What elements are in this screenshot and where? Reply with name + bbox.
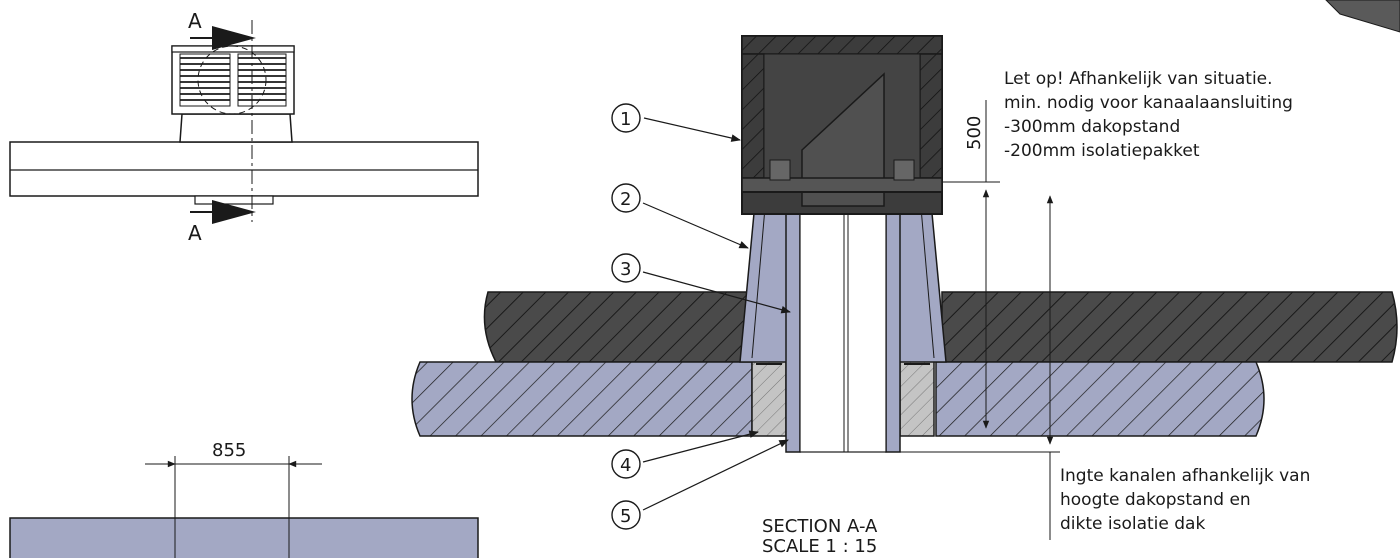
note-top: Let op! Afhankelijk van situatie. min. n… xyxy=(1004,69,1293,161)
vent-head-top-strip xyxy=(171,45,295,53)
section-view: 500 1 2 3 4 5 SECTION A-A SCALE 1 : 15 xyxy=(411,35,1398,557)
duct-wall-left xyxy=(785,195,801,453)
vent-base-side xyxy=(179,113,293,143)
plan-view: 855 xyxy=(9,440,479,558)
note-top-line-4: -200mm isolatiepakket xyxy=(1004,141,1200,161)
vent-cap-side-left xyxy=(741,53,765,179)
insulation-left xyxy=(751,355,787,437)
dimension-855: 855 xyxy=(212,440,246,461)
vent-head-side xyxy=(171,45,295,115)
callout-5: 5 xyxy=(620,506,631,527)
note-top-line-2: min. nodig voor kanaalaansluiting xyxy=(1004,93,1293,113)
roof-buildup-right xyxy=(941,291,1398,363)
note-top-line-3: -300mm dakopstand xyxy=(1004,117,1180,137)
bottom-flange-side xyxy=(194,195,274,205)
duct-wall-right xyxy=(885,195,901,453)
roof-deck-right xyxy=(935,361,1265,437)
insulation-right xyxy=(899,355,935,437)
callout-bubbles xyxy=(611,103,641,530)
duct-inner xyxy=(799,211,887,453)
vent-cap-side-right xyxy=(919,53,943,179)
roof-deck-side xyxy=(9,141,479,197)
hidden-outline xyxy=(197,45,267,115)
section-scale: SCALE 1 : 15 xyxy=(762,536,877,557)
section-marker-top: A xyxy=(188,9,202,33)
section-arrow-top xyxy=(212,26,256,50)
side-view: A A xyxy=(9,9,479,245)
plan-panel xyxy=(9,517,479,558)
roof-buildup-left xyxy=(483,291,749,363)
section-arrow-bottom xyxy=(212,200,256,224)
section-title: SECTION A-A xyxy=(762,516,878,537)
note-bottom-line-2: hoogte dakopstand en xyxy=(1060,490,1251,510)
note-bottom-line-3: dikte isolatie dak xyxy=(1060,514,1205,534)
callout-4: 4 xyxy=(620,455,631,476)
callout-2: 2 xyxy=(620,189,631,210)
note-top-line-1: Let op! Afhankelijk van situatie. xyxy=(1004,69,1273,89)
cone-right xyxy=(895,191,947,363)
callout-1: 1 xyxy=(620,109,631,130)
section-marker-bottom: A xyxy=(188,221,202,245)
vent-cap-top xyxy=(741,35,943,55)
note-bottom-line-1: Ingte kanalen afhankelijk van xyxy=(1060,466,1310,486)
corner-shape xyxy=(1325,0,1400,33)
roof-deck-left xyxy=(411,361,753,437)
callout-3: 3 xyxy=(620,259,631,280)
callout-leaders xyxy=(642,117,791,511)
vent-grille xyxy=(180,57,286,101)
note-bottom: Ingte kanalen afhankelijk van hoogte dak… xyxy=(1060,466,1310,534)
cone-left xyxy=(739,191,793,363)
dimension-500: 500 xyxy=(964,116,985,150)
